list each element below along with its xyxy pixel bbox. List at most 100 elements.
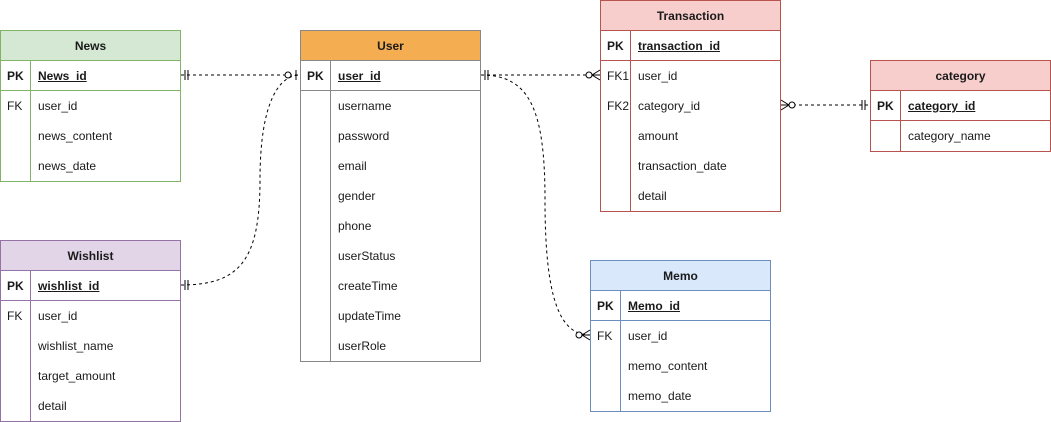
field-name: transaction_date bbox=[638, 159, 727, 173]
field-cell: detail bbox=[631, 181, 780, 211]
key-label bbox=[601, 121, 631, 151]
field-name: category_id bbox=[638, 99, 701, 113]
field-cell: userRole bbox=[331, 331, 480, 361]
field-cell: news_date bbox=[31, 151, 180, 181]
primary-key-row[interactable]: PK user_id bbox=[301, 61, 480, 91]
attribute-row[interactable]: email bbox=[301, 151, 480, 181]
key-label: PK bbox=[301, 61, 331, 90]
attribute-row[interactable]: target_amount bbox=[1, 361, 180, 391]
entity-title-transaction: Transaction bbox=[601, 1, 780, 31]
key-label: FK1 bbox=[601, 61, 631, 91]
attribute-row[interactable]: transaction_date bbox=[601, 151, 780, 181]
field-name: user_id bbox=[628, 329, 668, 343]
key-label bbox=[1, 391, 31, 421]
field-name: user_id bbox=[638, 69, 678, 83]
relationship-wishlist-user[interactable] bbox=[180, 74, 301, 286]
key-label bbox=[301, 211, 331, 241]
field-name: transaction_id bbox=[638, 39, 721, 53]
entity-title-category: category bbox=[871, 61, 1050, 91]
key-label: FK2 bbox=[601, 91, 631, 121]
field-name: detail bbox=[38, 399, 67, 413]
attribute-row[interactable]: news_content bbox=[1, 121, 180, 151]
attribute-row[interactable]: createTime bbox=[301, 271, 480, 301]
attribute-row[interactable]: memo_date bbox=[591, 381, 770, 411]
attribute-row[interactable]: detail bbox=[601, 181, 780, 211]
key-label bbox=[591, 381, 621, 411]
field-cell: target_amount bbox=[31, 361, 180, 391]
field-name: target_amount bbox=[38, 369, 116, 383]
attribute-row[interactable]: username bbox=[301, 91, 480, 121]
zero-marker-transaction bbox=[585, 71, 593, 79]
attribute-row[interactable]: updateTime bbox=[301, 301, 480, 331]
field-name: Memo_id bbox=[628, 299, 681, 313]
attribute-row[interactable]: category_name bbox=[871, 121, 1050, 151]
key-label bbox=[601, 181, 631, 211]
entity-title-memo: Memo bbox=[591, 261, 770, 291]
field-name: phone bbox=[338, 219, 372, 233]
attribute-row[interactable]: detail bbox=[1, 391, 180, 421]
field-cell: detail bbox=[31, 391, 180, 421]
field-cell: user_id bbox=[621, 321, 770, 351]
field-name: username bbox=[338, 99, 392, 113]
attribute-row[interactable]: FK1 user_id bbox=[601, 61, 780, 91]
field-cell: wishlist_id bbox=[31, 271, 180, 300]
attribute-row[interactable]: memo_content bbox=[591, 351, 770, 381]
field-cell: news_content bbox=[31, 121, 180, 151]
field-name: category_name bbox=[908, 129, 991, 143]
key-label bbox=[301, 91, 331, 121]
field-name: news_date bbox=[38, 159, 97, 173]
field-cell: Memo_id bbox=[621, 291, 770, 320]
field-name: user_id bbox=[38, 309, 78, 323]
attribute-row[interactable]: FK2 category_id bbox=[601, 91, 780, 121]
key-label: PK bbox=[1, 61, 31, 90]
field-cell: News_id bbox=[31, 61, 180, 90]
attribute-row[interactable]: userStatus bbox=[301, 241, 480, 271]
field-cell: updateTime bbox=[331, 301, 480, 331]
attribute-row[interactable]: FK user_id bbox=[591, 321, 770, 351]
attribute-row[interactable]: gender bbox=[301, 181, 480, 211]
attribute-row[interactable]: password bbox=[301, 121, 480, 151]
key-label bbox=[301, 181, 331, 211]
field-name: news_content bbox=[38, 129, 113, 143]
field-name: user_id bbox=[338, 69, 381, 83]
attribute-row[interactable]: wishlist_name bbox=[1, 331, 180, 361]
field-cell: createTime bbox=[331, 271, 480, 301]
key-label bbox=[1, 361, 31, 391]
field-name: userStatus bbox=[338, 249, 396, 263]
field-cell: userStatus bbox=[331, 241, 480, 271]
field-cell: password bbox=[331, 121, 480, 151]
key-label bbox=[601, 151, 631, 181]
key-label bbox=[301, 151, 331, 181]
relationship-user-memo[interactable] bbox=[480, 74, 591, 336]
field-name: createTime bbox=[338, 279, 398, 293]
key-label bbox=[301, 121, 331, 151]
field-cell: phone bbox=[331, 211, 480, 241]
field-name: gender bbox=[338, 189, 376, 203]
entity-title-user: User bbox=[301, 31, 480, 61]
field-name: updateTime bbox=[338, 309, 401, 323]
key-label bbox=[301, 241, 331, 271]
field-name: password bbox=[338, 129, 390, 143]
attribute-row[interactable]: amount bbox=[601, 121, 780, 151]
attribute-row[interactable]: news_date bbox=[1, 151, 180, 181]
attribute-row[interactable]: userRole bbox=[301, 331, 480, 361]
key-label bbox=[1, 331, 31, 361]
attribute-row[interactable]: phone bbox=[301, 211, 480, 241]
field-cell: email bbox=[331, 151, 480, 181]
key-label: FK bbox=[591, 321, 621, 351]
key-label bbox=[591, 351, 621, 381]
